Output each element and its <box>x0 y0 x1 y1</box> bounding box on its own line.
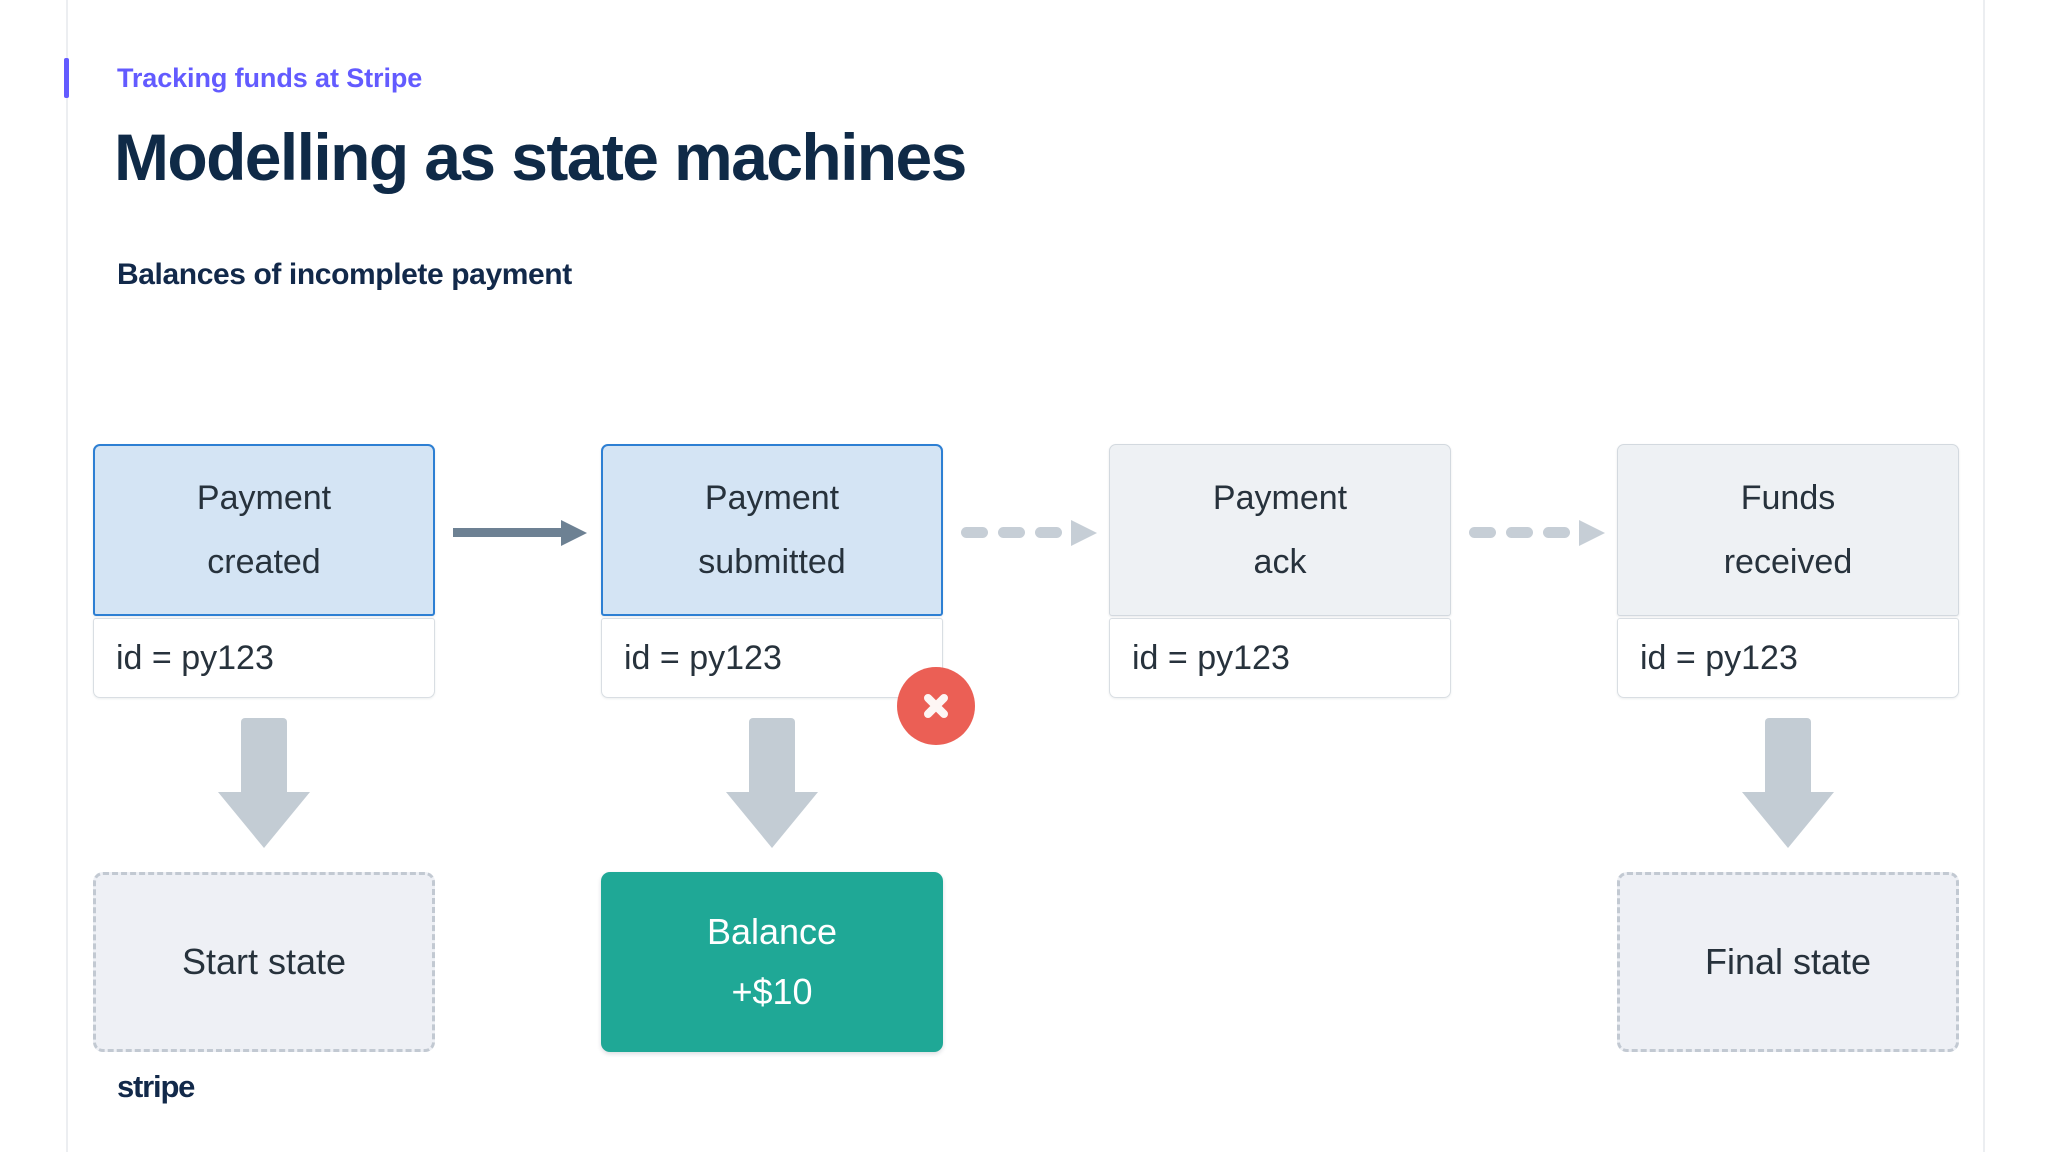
state-node-body: id = py123 <box>1109 618 1451 698</box>
down-arrow-to-balance <box>726 718 818 848</box>
state-node-title-line1: Funds <box>1740 479 1836 517</box>
state-node-header: Payment submitted <box>601 444 943 616</box>
arrow-dash <box>961 527 988 538</box>
state-node-title-line2: created <box>207 543 321 581</box>
state-node-title-line2: submitted <box>698 543 846 581</box>
state-node-payment-ack[interactable]: Payment ack id = py123 <box>1109 444 1451 698</box>
terminal-box-start-state[interactable]: Start state <box>93 872 435 1052</box>
state-node-title-line2: received <box>1723 543 1853 581</box>
down-arrow-to-final-state <box>1742 718 1834 848</box>
state-node-title-line1: Payment <box>196 479 332 517</box>
stripe-wordmark: stripe <box>117 1069 195 1104</box>
down-arrow-to-start-state <box>218 718 310 848</box>
arrow-head-icon <box>726 792 818 848</box>
arrow-head-icon <box>561 520 587 546</box>
arrow-dash <box>1469 527 1496 538</box>
arrow-stem <box>241 718 287 796</box>
state-node-title-line1: Payment <box>1212 479 1348 517</box>
eyebrow-accent-bar <box>64 58 69 98</box>
balance-label: Balance <box>706 911 838 952</box>
page-title: Modelling as state machines <box>114 120 967 194</box>
transition-arrow-submitted-to-ack <box>961 520 1101 546</box>
transition-arrow-created-to-submitted <box>453 520 593 546</box>
state-node-header: Payment ack <box>1109 444 1451 616</box>
arrow-dash <box>1506 527 1533 538</box>
state-node-body: id = py123 <box>93 618 435 698</box>
arrow-dash <box>1543 527 1570 538</box>
close-x-icon <box>924 694 948 718</box>
state-node-title-line2: ack <box>1253 543 1307 581</box>
state-node-header: Payment created <box>93 444 435 616</box>
arrow-shaft <box>453 528 563 537</box>
state-node-payment-created[interactable]: Payment created id = py123 <box>93 444 435 698</box>
arrow-head-icon <box>218 792 310 848</box>
left-guide-rule <box>66 0 68 1152</box>
arrow-head-icon <box>1579 520 1605 546</box>
state-node-title-line1: Payment <box>704 479 840 517</box>
terminal-box-final-state[interactable]: Final state <box>1617 872 1959 1052</box>
arrow-stem <box>749 718 795 796</box>
section-label: Balances of incomplete payment <box>117 258 572 291</box>
state-node-body: id = py123 <box>601 618 943 698</box>
right-guide-rule <box>1983 0 1985 1152</box>
transition-arrow-ack-to-received <box>1469 520 1609 546</box>
arrow-head-icon <box>1742 792 1834 848</box>
arrow-stem <box>1765 718 1811 796</box>
error-badge[interactable] <box>897 667 975 745</box>
state-node-funds-received[interactable]: Funds received id = py123 <box>1617 444 1959 698</box>
arrow-head-icon <box>1071 520 1097 546</box>
eyebrow-label: Tracking funds at Stripe <box>117 63 423 93</box>
arrow-dash <box>998 527 1025 538</box>
arrow-dash <box>1035 527 1062 538</box>
balance-box[interactable]: Balance +$10 <box>601 872 943 1052</box>
state-node-body: id = py123 <box>1617 618 1959 698</box>
state-node-header: Funds received <box>1617 444 1959 616</box>
state-node-payment-submitted[interactable]: Payment submitted id = py123 <box>601 444 943 698</box>
balance-amount: +$10 <box>731 971 813 1012</box>
